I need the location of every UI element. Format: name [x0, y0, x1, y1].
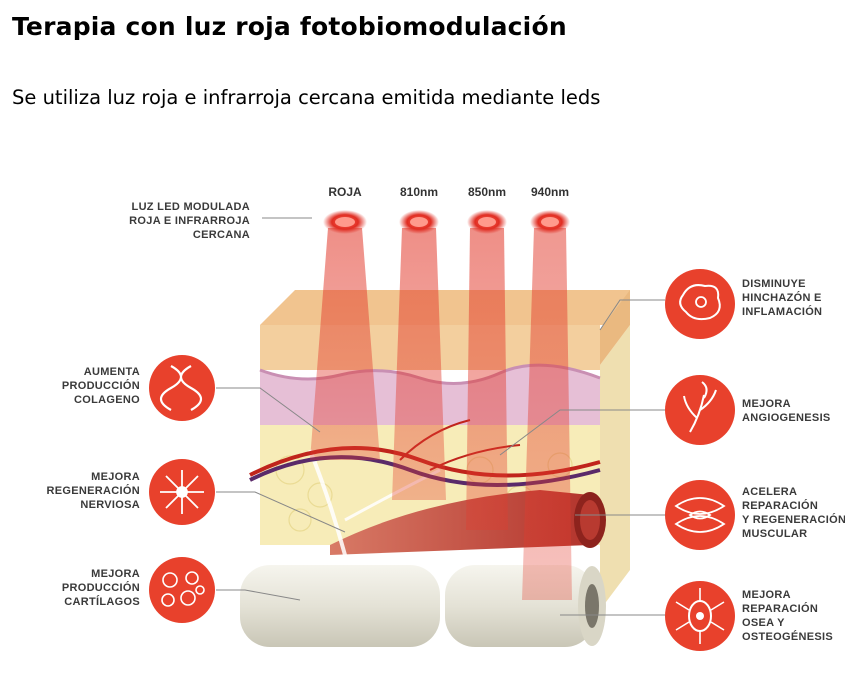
cartilage-cells-icon — [149, 557, 215, 623]
source-roja-label: ROJA — [328, 185, 362, 199]
svg-text:MEJORA: MEJORA — [742, 589, 791, 601]
svg-text:PRODUCCIÓN: PRODUCCIÓN — [62, 379, 140, 392]
right-effect-inflammation: DISMINUYE HINCHAZÓN E INFLAMACIÓN — [599, 269, 822, 339]
dna-helix-icon — [149, 355, 215, 421]
right-effect-angiogenesis: MEJORA ANGIOGENESIS — [499, 375, 831, 456]
right-effect-bone: MEJORA REPARACIÓN OSEA Y OSTEOGÉNESIS — [560, 581, 833, 651]
skin-top-face — [260, 290, 630, 325]
svg-text:REPARACIÓN: REPARACIÓN — [742, 602, 818, 615]
svg-text:PRODUCCIÓN: PRODUCCIÓN — [62, 581, 140, 594]
svg-text:OSEA Y: OSEA Y — [742, 617, 785, 629]
beam-roja — [310, 228, 380, 460]
svg-text:REGENERACIÓN: REGENERACIÓN — [47, 484, 140, 497]
page-title: Terapia con luz roja fotobiomodulación — [12, 12, 567, 41]
right-effect-muscle: ACELERA REPARACIÓN Y REGENERACIÓN MUSCUL… — [575, 480, 845, 550]
svg-text:DISMINUYE: DISMINUYE — [742, 278, 806, 290]
source-label-line: LUZ LED MODULADA — [132, 201, 250, 213]
photobiomodulation-diagram: LUZ LED MODULADA ROJA E INFRARROJA CERCA… — [47, 185, 845, 651]
svg-text:ANGIOGENESIS: ANGIOGENESIS — [742, 412, 831, 424]
inflamed-cell-icon — [665, 269, 735, 339]
light-beams — [310, 228, 572, 600]
svg-text:CARTÍLAGOS: CARTÍLAGOS — [64, 595, 140, 608]
leader-line — [216, 387, 321, 433]
led-sources: ROJA 810nm 850nm 940nm — [323, 185, 570, 234]
leader-line — [216, 491, 346, 533]
svg-text:ACELERA: ACELERA — [742, 486, 797, 498]
muscle-fiber-icon — [665, 480, 735, 550]
left-effect-collagen: AUMENTA PRODUCCIÓN COLAGENO — [62, 355, 321, 433]
page-subtitle: Se utiliza luz roja e infrarroja cercana… — [12, 86, 601, 109]
source-810-label: 810nm — [400, 185, 438, 199]
svg-text:MEJORA: MEJORA — [91, 568, 140, 580]
beam-940nm — [522, 228, 572, 600]
source-850-label: 850nm — [468, 185, 506, 199]
skin-side-face — [600, 290, 630, 365]
svg-text:MEJORA: MEJORA — [91, 471, 140, 483]
svg-text:COLAGENO: COLAGENO — [74, 394, 140, 406]
led-source-label: LUZ LED MODULADA ROJA E INFRARROJA CERCA… — [129, 201, 312, 241]
svg-text:OSTEOGÉNESIS: OSTEOGÉNESIS — [742, 630, 833, 643]
leader-line — [599, 299, 665, 331]
svg-text:REPARACIÓN: REPARACIÓN — [742, 499, 818, 512]
leader-line — [216, 589, 301, 601]
svg-text:INFLAMACIÓN: INFLAMACIÓN — [742, 305, 822, 318]
tissue-side-face — [600, 325, 630, 610]
bone-right — [445, 565, 595, 647]
left-effect-cartilage: MEJORA PRODUCCIÓN CARTÍLAGOS — [62, 557, 301, 623]
bone-left — [240, 565, 440, 647]
svg-text:HINCHAZÓN E: HINCHAZÓN E — [742, 291, 822, 304]
source-940-label: 940nm — [531, 185, 569, 199]
svg-text:AUMENTA: AUMENTA — [84, 366, 140, 378]
beam-810nm — [392, 228, 446, 500]
source-label-line: CERCANA — [193, 229, 250, 241]
svg-text:NERVIOSA: NERVIOSA — [80, 499, 140, 511]
left-effect-nerve: MEJORA REGENERACIÓN NERVIOSA — [47, 459, 346, 533]
svg-text:MUSCULAR: MUSCULAR — [742, 528, 807, 540]
source-label-line: ROJA E INFRARROJA — [129, 215, 250, 227]
svg-text:Y REGENERACIÓN: Y REGENERACIÓN — [742, 513, 845, 526]
leader-line — [499, 409, 665, 456]
beam-850nm — [466, 228, 508, 530]
svg-text:MEJORA: MEJORA — [742, 398, 791, 410]
